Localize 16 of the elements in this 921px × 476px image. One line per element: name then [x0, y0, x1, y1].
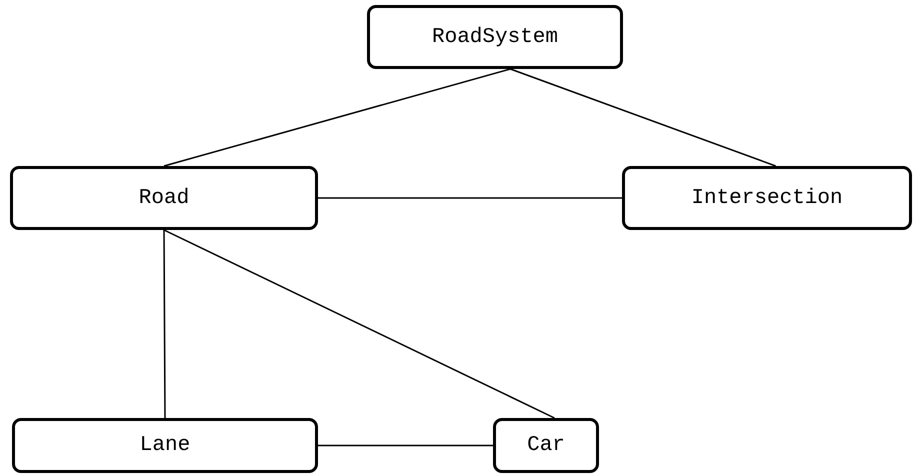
connector-line: [163, 230, 166, 418]
class-name: Intersection: [691, 186, 843, 210]
class-box: [10, 166, 318, 230]
connector-line: [164, 68, 511, 167]
class-box: [367, 5, 623, 69]
class-box: [12, 418, 318, 473]
connector-line: [164, 229, 555, 419]
class-name: RoadSystem: [432, 26, 558, 48]
connector-line: [510, 68, 776, 167]
connector-line: [318, 197, 622, 199]
connector-line: [318, 444, 493, 446]
class-name: Lane: [140, 434, 190, 457]
class-box: [622, 166, 912, 230]
class-name: Road: [138, 186, 190, 210]
class-box: [493, 418, 599, 473]
class-name: Car: [527, 434, 565, 457]
